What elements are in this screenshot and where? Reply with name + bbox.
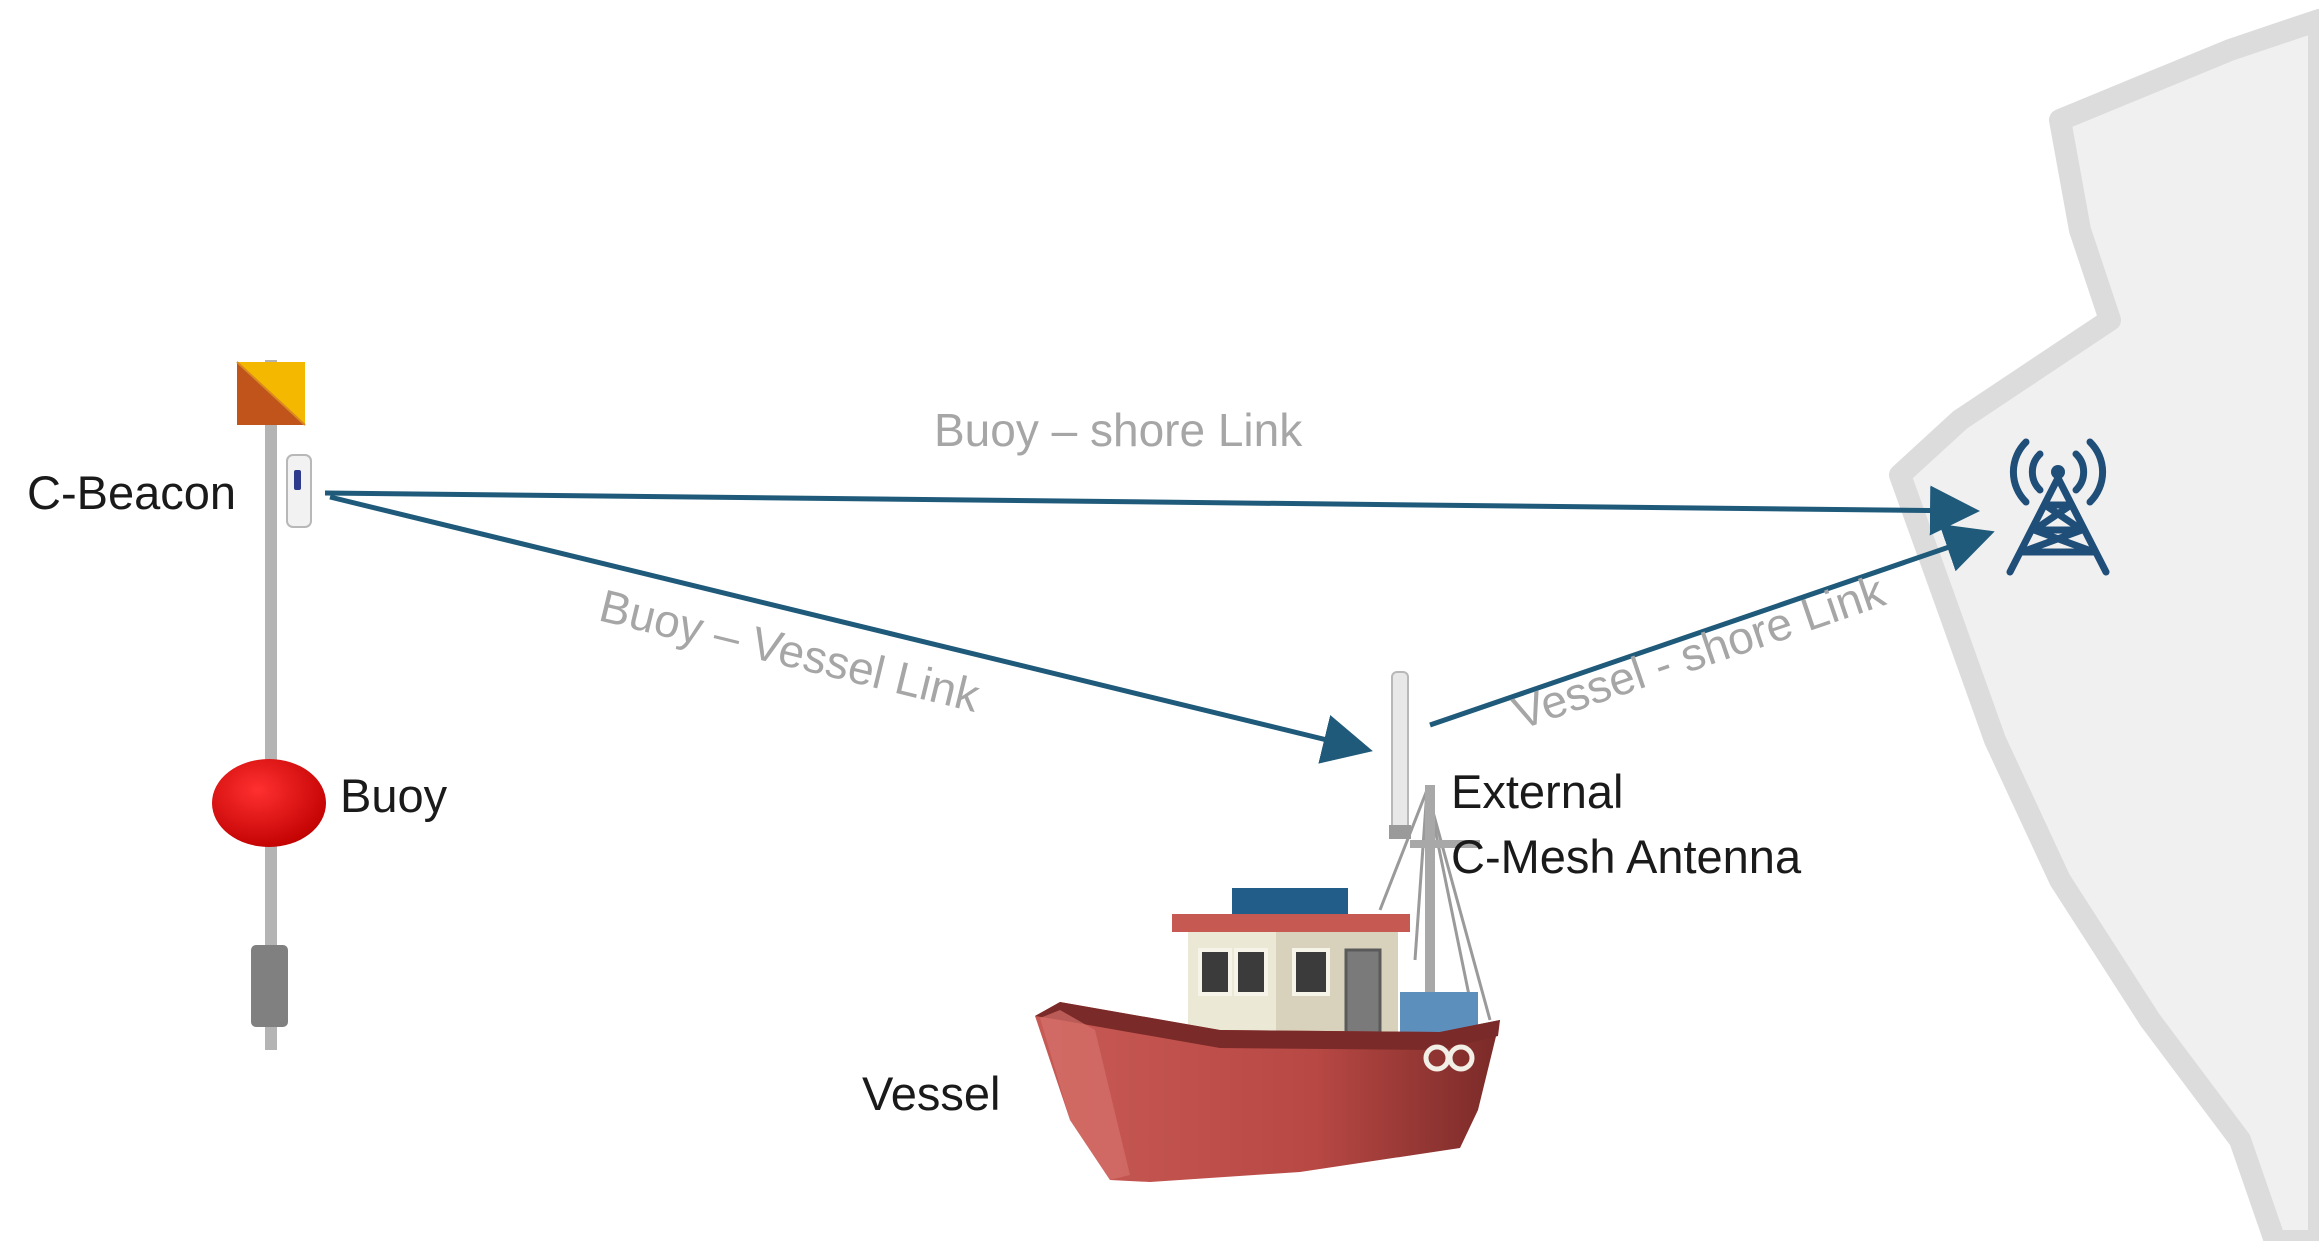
buoy-shore-link-arrow [324,485,1980,536]
buoy-label: Buoy [340,769,448,822]
lifebuoy-2 [1447,1044,1475,1072]
radio-tower-icon [2006,438,2110,576]
buoy-float [212,759,326,847]
vessel-window-3 [1292,948,1330,996]
external-antenna [1389,671,1411,839]
beacon-device-icon [286,454,312,528]
c-beacon-label: C-Beacon [27,466,236,519]
vessel-shore-link-label: Vessel - shore Link [1506,564,1891,739]
buoy-vessel-link-arrow [329,494,1373,764]
shore-landmass [1889,9,2319,1241]
external-antenna-label-line1: External [1451,765,1623,818]
external-antenna-label-line2: C-Mesh Antenna [1451,830,1802,883]
buoy-pole [265,360,277,1050]
vessel-shore-link-arrow [1429,523,1995,728]
buoy-counterweight [251,945,288,1027]
vessel-window-2 [1234,948,1268,996]
vessel-label: Vessel [862,1067,1000,1120]
vessel-mast [1425,785,1435,995]
vessel-hull-rim [1035,1002,1500,1050]
buoy-vessel-link-label: Buoy – Vessel Link [595,579,986,722]
buoy-topmark-flag [236,361,306,426]
vessel-door [1344,948,1382,1038]
mast-yard [1410,840,1480,848]
vessel-roof-rim [1172,914,1410,932]
vessel-bow-highlight [1040,1010,1130,1180]
vessel-window-1 [1198,948,1232,996]
link-arrows [324,485,1995,764]
vessel-roof [1232,888,1348,916]
fishing-boat-icon [1035,671,1500,1182]
buoy-shore-link-label: Buoy – shore Link [934,404,1303,456]
buoy-assembly [212,360,326,1050]
